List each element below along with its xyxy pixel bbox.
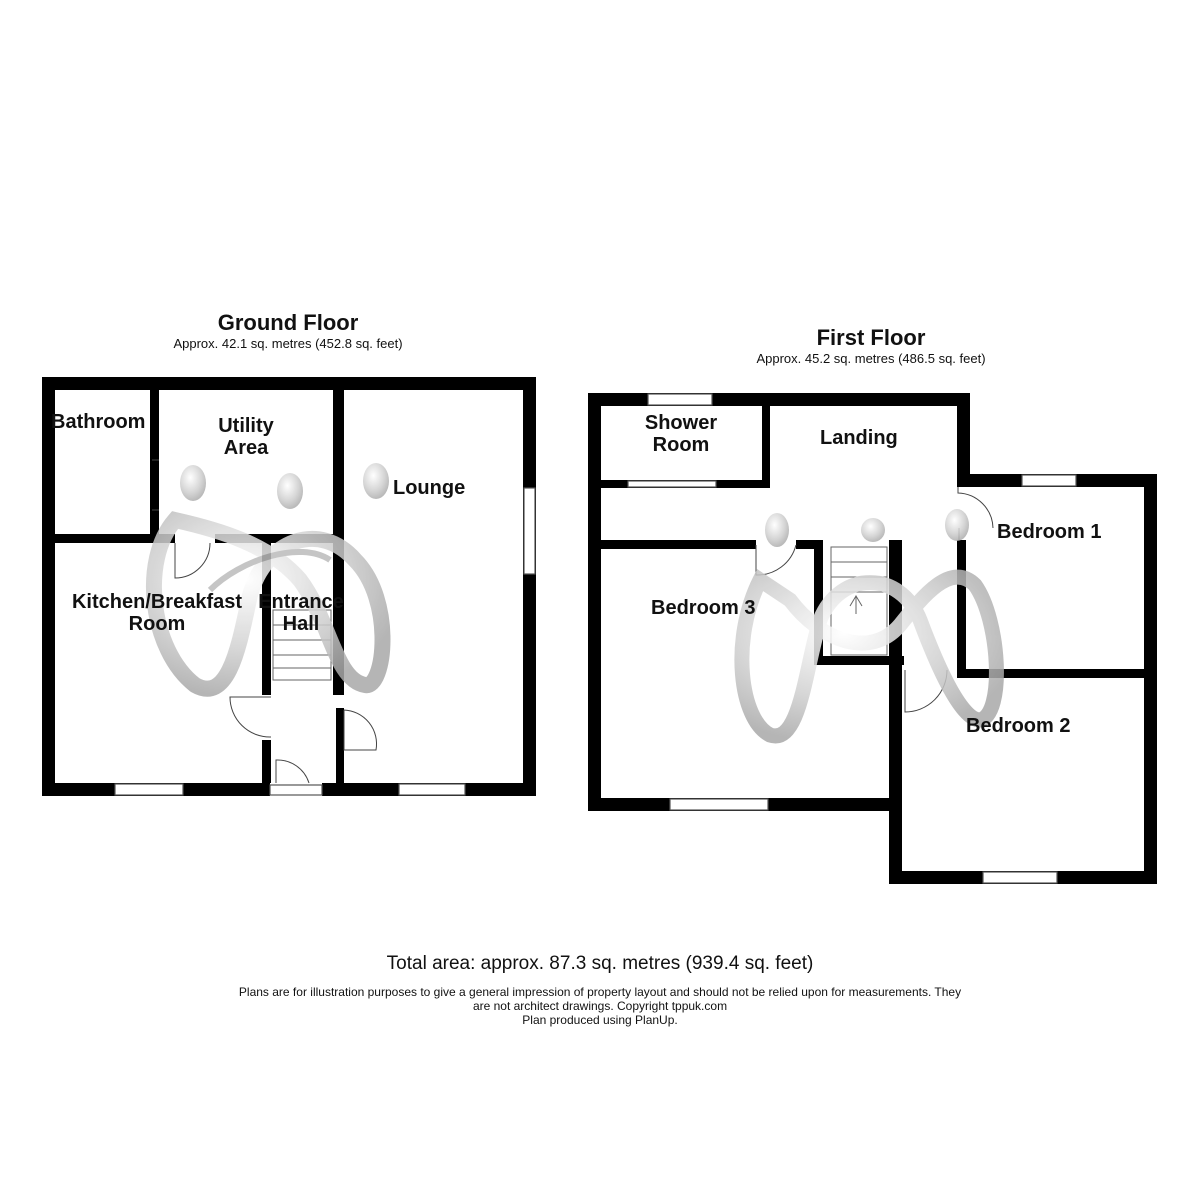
ground-floor-doors xyxy=(152,459,378,784)
room-label-bedroom-1: Bedroom 1 xyxy=(997,521,1102,543)
room-label-shower-room: Shower Room xyxy=(631,412,731,456)
room-label-utility-area: Utility Area xyxy=(196,415,296,459)
room-label-lounge: Lounge xyxy=(393,477,466,499)
room-label-line: Hall xyxy=(282,613,320,635)
room-label-line: Room xyxy=(652,434,710,456)
first-floor-windows xyxy=(627,393,1077,884)
room-label-bathroom: Bathroom xyxy=(51,411,146,433)
ground-floor-title: Ground Floor xyxy=(217,310,359,335)
watermark-logo xyxy=(145,463,1004,744)
room-label-bedroom-3: Bedroom 3 xyxy=(651,597,756,619)
total-area: Total area: approx. 87.3 sq. metres (939… xyxy=(386,953,814,974)
disclaimer-line-2: are not architect drawings. Copyright tp… xyxy=(472,999,728,1013)
ground-floor-area: Approx. 42.1 sq. metres (452.8 sq. feet) xyxy=(173,336,403,351)
room-label-bedroom-2: Bedroom 2 xyxy=(966,715,1071,737)
room-label-line: Utility xyxy=(218,415,274,437)
disclaimer-line-1: Plans are for illustration purposes to g… xyxy=(238,985,962,999)
room-label-line: Kitchen/Breakfast xyxy=(71,591,243,613)
first-floor-area: Approx. 45.2 sq. metres (486.5 sq. feet) xyxy=(756,351,986,366)
room-label-entrance-hall: Entrance Hall xyxy=(251,591,351,635)
room-label-kitchen-breakfast-room: Kitchen/Breakfast Room xyxy=(56,591,258,635)
room-label-line: Room xyxy=(128,613,186,635)
room-label-landing: Landing xyxy=(820,427,898,449)
room-label-line: Area xyxy=(223,437,269,459)
ground-floor-windows xyxy=(114,487,536,796)
disclaimer-line-3: Plan produced using PlanUp. xyxy=(522,1013,678,1027)
first-floor-walls xyxy=(588,393,1157,884)
first-floor-title: First Floor xyxy=(816,325,926,350)
room-label-line: Entrance xyxy=(258,591,344,613)
room-label-line: Shower xyxy=(644,412,718,434)
